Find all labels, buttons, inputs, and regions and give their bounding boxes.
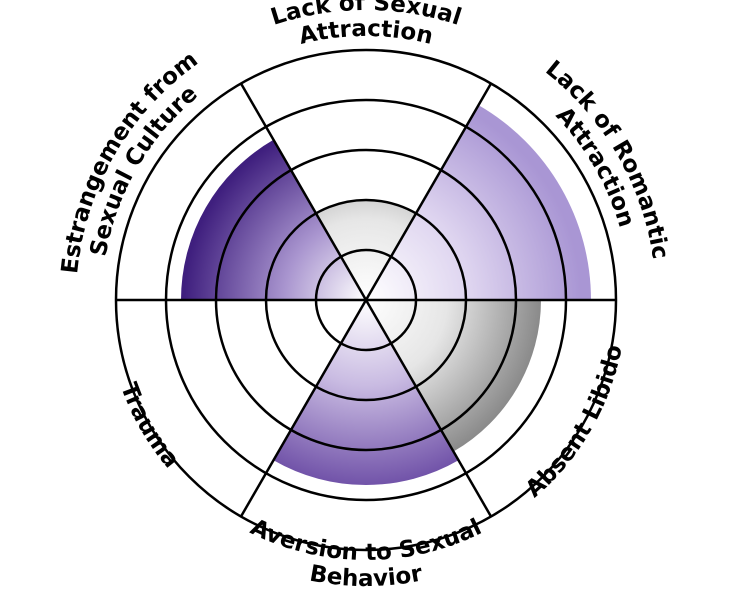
spoke-line xyxy=(239,82,368,301)
segment-label: Attraction xyxy=(297,16,436,50)
segment-label: Trauma xyxy=(115,379,184,473)
spoke-line xyxy=(364,299,493,518)
wedge-estrangement-from-sexual-culture xyxy=(181,139,366,300)
segment-label: Aversion to Sexual xyxy=(246,514,485,566)
spoke-line xyxy=(239,299,368,518)
wedge-absent-libido xyxy=(366,300,541,452)
spoke-line xyxy=(364,82,493,301)
wedge-aversion-to-sexual-behavior xyxy=(273,300,459,485)
segment-label: Absent Libido xyxy=(521,343,628,503)
